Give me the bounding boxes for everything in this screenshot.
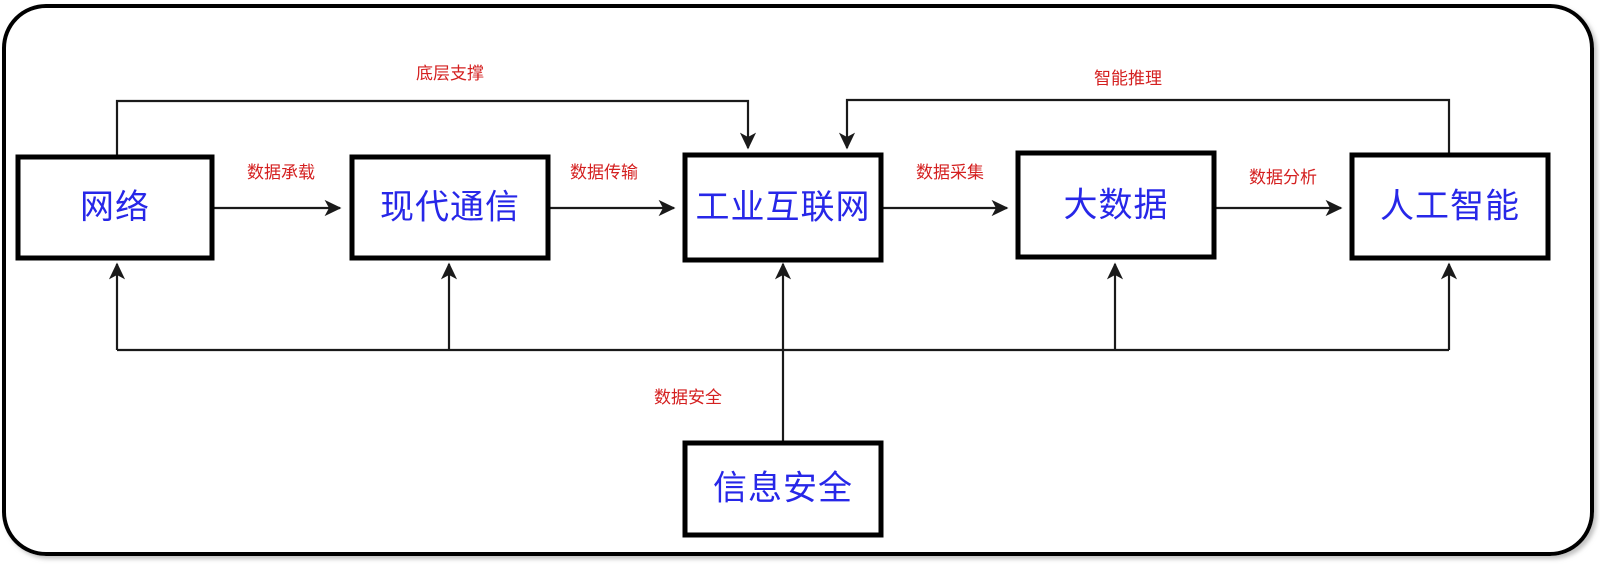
node-big-data[interactable]: 大数据: [1015, 150, 1217, 260]
node-label-information-security: 信息安全: [713, 469, 853, 509]
node-label-modern-comms: 现代通信: [380, 188, 520, 228]
node-information-security[interactable]: 信息安全: [682, 440, 884, 538]
node-label-big-data: 大数据: [1064, 186, 1169, 226]
node-industrial-iot[interactable]: 工业互联网: [682, 152, 884, 263]
node-label-artificial-intelligence: 人工智能: [1380, 187, 1520, 227]
node-artificial-intelligence[interactable]: 人工智能: [1349, 152, 1551, 261]
node-label-industrial-iot: 工业互联网: [696, 188, 871, 228]
edge-label-layer: 数据承载 数据传输 数据采集 数据分析 底层支撑 智能推理 数据安全: [247, 64, 1317, 408]
connector-layer: [108, 98, 1458, 443]
edge-label-data-collection: 数据采集: [916, 163, 984, 183]
rounded-container: [2, 4, 1594, 556]
edge-label-underlying-support: 底层支撑: [416, 64, 484, 84]
node-modern-comms[interactable]: 现代通信: [349, 154, 551, 261]
edge-network-to-iiot-support: [115, 99, 757, 157]
edge-ai-to-iiot-reasoning: [838, 98, 1451, 155]
edge-label-intelligent-reasoning: 智能推理: [1094, 69, 1162, 89]
edge-label-data-bearing: 数据承载: [247, 163, 315, 183]
node-network[interactable]: 网络: [15, 154, 215, 261]
edge-label-data-analysis: 数据分析: [1249, 168, 1317, 188]
node-label-network: 网络: [80, 188, 150, 228]
edge-label-data-transmission: 数据传输: [570, 163, 638, 183]
edge-label-data-security: 数据安全: [654, 388, 722, 408]
